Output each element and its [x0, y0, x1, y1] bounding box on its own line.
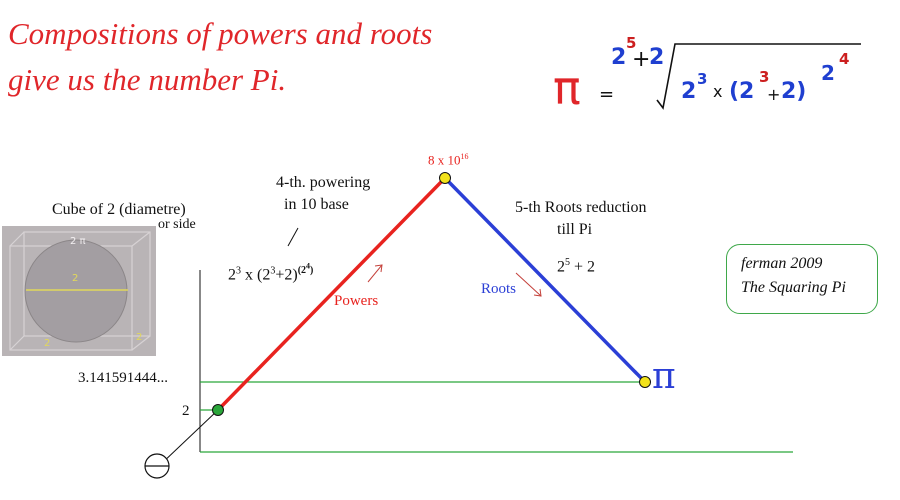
formula-index-base: 2 [611, 45, 626, 70]
credit-box: ferman 2009 The Squaring Pi [726, 244, 878, 314]
roots-expression: 25 + 2 [557, 257, 596, 276]
origin-symbol [144, 453, 170, 479]
roots-label-line-1: 5-th Roots reduction [515, 199, 647, 216]
heading-line-2: give us the number Pi. [8, 62, 287, 97]
powers-line-label: Powers [334, 293, 379, 309]
roots-label-line-2: till Pi [557, 221, 593, 238]
formula-radicand-exp: 3 [697, 70, 707, 88]
formula-outer-base: 2 [821, 61, 835, 85]
pi-formula: π = 2 5 + 2 2 3 x (2 3 + 2) 2 4 [553, 34, 861, 115]
cube-subcaption: or side [158, 217, 196, 232]
formula-equals: = [599, 84, 614, 105]
formula-index-add: 2 [649, 45, 664, 70]
formula-index-plus: + [632, 47, 650, 72]
formula-times: x [713, 82, 722, 101]
roots-arrow [515, 272, 542, 297]
end-pi-symbol: π [652, 356, 676, 397]
cube-caption: Cube of 2 (diametre) [52, 201, 186, 218]
formula-pi-symbol: π [553, 61, 581, 115]
powering-label-line-2: in 10 base [284, 196, 349, 213]
formula-inner-exp: 3 [759, 68, 769, 86]
cube-label-middle: 2 [72, 273, 78, 284]
pi-value-label: 3.141591444... [78, 370, 168, 386]
cube-label-bottom-left: 2 [44, 338, 50, 349]
start-value-label: 2 [182, 403, 190, 419]
cube-label-right: 2 [136, 332, 142, 343]
roots-line-label: Roots [481, 281, 517, 297]
peak-point [439, 172, 451, 184]
formula-outer-exp: 4 [839, 50, 849, 68]
powering-label-line-1: 4-th. powering [276, 174, 371, 191]
heading-line-1: Compositions of powers and roots [8, 16, 433, 51]
formula-inner-close: 2) [781, 79, 806, 104]
powering-pointer [287, 227, 299, 247]
radical-sign [656, 43, 861, 110]
pi-point [639, 376, 651, 388]
credit-line-2: The Squaring Pi [741, 279, 846, 296]
cube-illustration: 2 π 2 2 2 [2, 226, 156, 356]
peak-label: 8 x 1016 [428, 152, 469, 168]
start-point [212, 404, 224, 416]
cube-label-top: 2 π [70, 236, 86, 247]
sphere [24, 239, 128, 343]
formula-index-exp: 5 [626, 34, 636, 52]
formula-radicand-base: 2 [681, 79, 696, 104]
powering-expression: 23 x (23+2)(24) [228, 262, 314, 284]
formula-inner-open: (2 [729, 79, 754, 104]
formula-inner-plus: + [767, 85, 780, 104]
powers-arrow [367, 264, 383, 283]
credit-line-1: ferman 2009 [741, 255, 823, 272]
